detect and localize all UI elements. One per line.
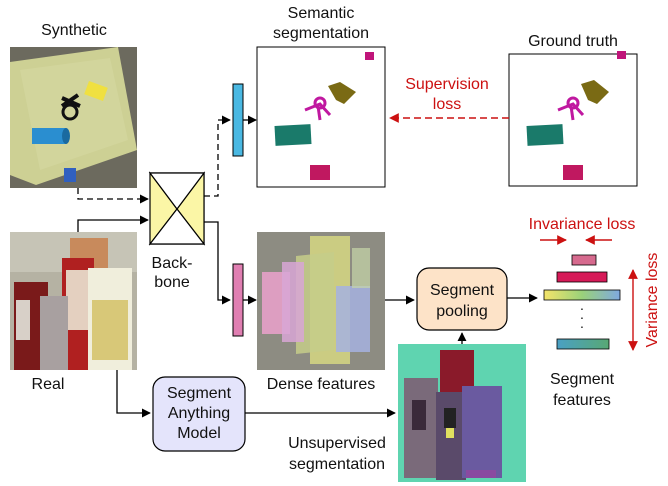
segment-pooling-label-1: Segment — [430, 282, 495, 299]
unsupervised-segmentation-image — [398, 344, 526, 482]
ellipsis-dot: · — [580, 318, 585, 334]
backbone-label-2: bone — [154, 274, 190, 291]
synthetic-label: Synthetic — [41, 22, 107, 39]
segment-feature-bar — [543, 289, 621, 301]
supervision-loss-label-1: Supervision — [405, 76, 489, 93]
backbone-to-dense-head-arrow — [204, 221, 231, 305]
sam-label-1: Segment — [167, 385, 232, 402]
backbone-label-1: Back- — [152, 255, 193, 272]
semantic-seg-label-2: segmentation — [273, 25, 369, 42]
unsup-seg-label-2: segmentation — [289, 456, 385, 473]
variance-loss-label: Variance loss — [644, 253, 661, 348]
segment-feature-bar — [571, 254, 597, 266]
dense-features-label: Dense features — [267, 376, 376, 393]
ground-truth-label: Ground truth — [528, 33, 618, 50]
unsup-seg-label-1: Unsupervised — [288, 435, 386, 452]
semantic-seg-label-1: Semantic — [288, 5, 355, 22]
semantic-segmentation-image — [256, 46, 386, 188]
real-image — [10, 232, 137, 370]
segment-feature-bar — [556, 271, 608, 283]
segment-feature-bar — [556, 338, 610, 350]
supervision-loss-label-2: loss — [433, 96, 461, 113]
real-to-sam-arrow — [116, 370, 151, 418]
sam-label-2: Anything — [168, 405, 230, 422]
segment-features-label-2: features — [553, 392, 611, 409]
sam-label-3: Model — [177, 425, 221, 442]
segment-pooling-box — [416, 267, 508, 331]
synthetic-image — [10, 47, 137, 188]
invariance-loss-label: Invariance loss — [529, 216, 636, 233]
ground-truth-image — [508, 51, 638, 187]
segment-pooling-label-2: pooling — [436, 303, 488, 320]
real-label: Real — [32, 376, 65, 393]
ellipsis-dot: · — [580, 309, 585, 325]
backbone-to-semantic-head-arrow — [204, 115, 231, 197]
sam-box — [152, 376, 246, 452]
semantic-feature-vector — [232, 83, 244, 157]
ellipsis-dot: · — [580, 300, 585, 316]
real-to-backbone-arrow — [77, 215, 149, 232]
synthetic-to-backbone-arrow — [77, 188, 149, 204]
dense-features-image — [257, 232, 385, 370]
dense-feature-vector — [232, 263, 244, 337]
segment-features-label-1: Segment — [550, 371, 615, 388]
